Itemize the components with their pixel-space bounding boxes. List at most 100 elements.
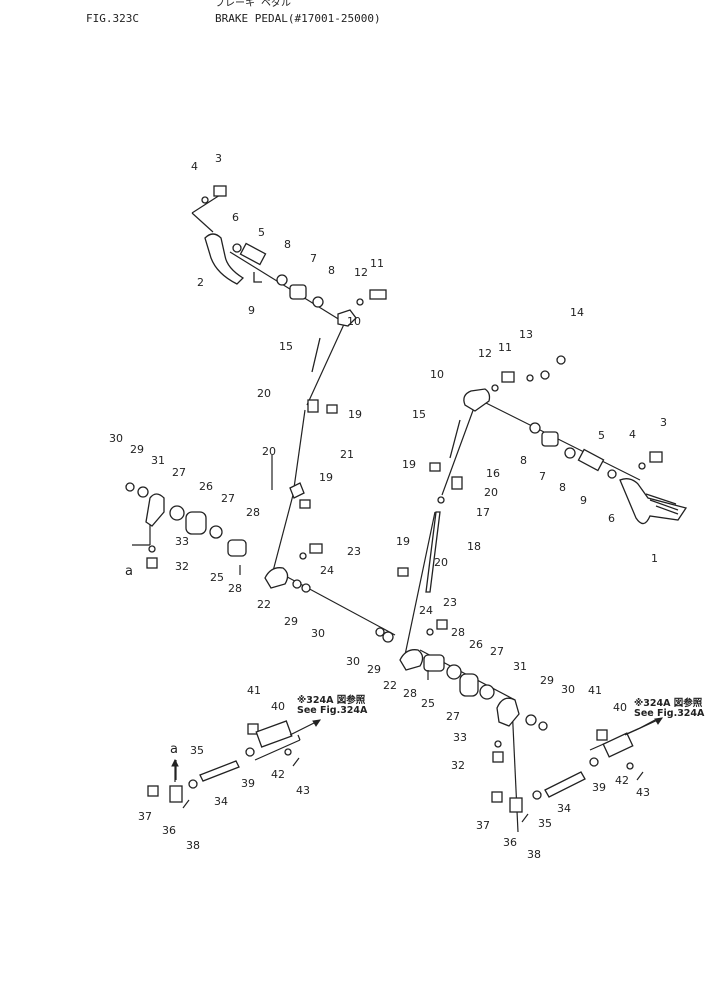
cotter-43 <box>292 757 300 767</box>
label-27b: 27 <box>221 492 235 505</box>
pedal-shaft-sleeve <box>239 242 267 266</box>
pin-37-right <box>491 791 503 803</box>
label-36b: 36 <box>503 836 517 849</box>
bushing-26 <box>185 511 207 535</box>
label-30c: 30 <box>346 655 360 668</box>
label-6: 6 <box>232 211 239 224</box>
right-pedal-assembly <box>397 355 688 593</box>
label-35: 35 <box>190 744 204 757</box>
figure-references: ※324A 図参照 See Fig.324A ※324A 図参照 See Fig… <box>297 694 705 719</box>
spring-washer-right <box>529 422 541 434</box>
label-8: 8 <box>284 238 291 251</box>
label-20d: 20 <box>434 556 448 569</box>
label-8c: 8 <box>520 454 527 467</box>
nut-13 <box>526 374 534 382</box>
rod-clevis-right <box>451 476 463 490</box>
assembly-lines <box>132 194 656 833</box>
label-28b: 28 <box>228 582 242 595</box>
nut-14b <box>556 355 566 365</box>
label-19d: 19 <box>396 535 410 548</box>
label-38: 38 <box>186 839 200 852</box>
label-43b: 43 <box>636 786 650 799</box>
label-40b: 40 <box>613 701 627 714</box>
label-15b: 15 <box>412 408 426 421</box>
left-pedal-assembly <box>201 185 387 509</box>
label-30b: 30 <box>311 627 325 640</box>
label-30d: 30 <box>561 683 575 696</box>
bearing-27b-right <box>479 684 495 700</box>
label-20b: 20 <box>262 445 276 458</box>
label-29: 29 <box>130 443 144 456</box>
pedal-nut <box>232 243 242 253</box>
nut-30-right <box>538 721 548 731</box>
label-31b: 31 <box>513 660 527 673</box>
spring-washer-right-2 <box>564 447 576 459</box>
label-31: 31 <box>151 454 165 467</box>
label-33: 33 <box>175 535 189 548</box>
bushing-26-right <box>459 673 479 697</box>
clevis-pin-right <box>429 462 441 472</box>
label-42: 42 <box>271 768 285 781</box>
label-29d: 29 <box>540 674 554 687</box>
label-40: 40 <box>271 700 285 713</box>
label-24b: 24 <box>419 604 433 617</box>
figure-title-japanese: ブレーキ ペダル <box>215 0 292 9</box>
ref-en-right: See Fig.324A <box>634 708 705 719</box>
bolt-23-right <box>436 619 448 630</box>
ref-en-left: See Fig.324A <box>297 705 368 716</box>
bolt-32 <box>146 557 158 569</box>
label-22b: 22 <box>383 679 397 692</box>
nut-30 <box>125 482 135 492</box>
clevis-pin <box>326 404 338 414</box>
washer-33-right <box>494 740 502 748</box>
label-28: 28 <box>246 506 260 519</box>
adjust-rod <box>425 511 441 593</box>
label-3b: 3 <box>660 416 667 429</box>
cotter-43-right <box>636 771 644 781</box>
bearing-27-right <box>446 664 462 680</box>
spring-washer-2 <box>312 296 324 308</box>
pedal-bolt-right <box>649 451 663 463</box>
washer-42-right <box>626 762 634 770</box>
label-1: 1 <box>651 552 658 565</box>
arm-bolt-right <box>501 371 515 383</box>
label-24: 24 <box>320 564 334 577</box>
label-12: 12 <box>354 266 368 279</box>
clevis-36 <box>169 785 183 803</box>
pedal-washer <box>201 196 209 204</box>
label-9b: 9 <box>580 494 587 507</box>
label-43: 43 <box>296 784 310 797</box>
lever-31-right <box>496 697 520 727</box>
bolt-23 <box>309 543 323 554</box>
figure-title: BRAKE PEDAL(#17001-25000) <box>215 12 381 25</box>
washer-29-right <box>525 714 537 726</box>
cotter-pin <box>253 272 262 283</box>
washer-42 <box>284 748 292 756</box>
bushing-right <box>541 431 559 447</box>
pedal-arm-head-right <box>463 388 491 412</box>
label-3: 3 <box>215 152 222 165</box>
pedal-bolt <box>213 185 227 197</box>
mark-a-upper: a <box>125 564 133 579</box>
return-spring <box>311 337 321 373</box>
label-18: 18 <box>467 540 481 553</box>
nut-30c <box>375 627 385 637</box>
lower-left-linkage <box>147 720 300 809</box>
rod-34 <box>199 760 240 782</box>
label-11b: 11 <box>498 341 512 354</box>
yoke-40-right <box>602 732 634 758</box>
label-10b: 10 <box>430 368 444 381</box>
rod-clevis <box>307 399 319 413</box>
label-42b: 42 <box>615 774 629 787</box>
washer-29c <box>382 631 394 643</box>
bolt-41 <box>247 723 259 735</box>
label-20c: 20 <box>484 486 498 499</box>
ref-jp-left: ※324A 図参照 <box>297 694 366 706</box>
label-8b: 8 <box>328 264 335 277</box>
label-36: 36 <box>162 824 176 837</box>
boss-25 <box>227 539 247 557</box>
label-41b: 41 <box>588 684 602 697</box>
spring-washer <box>276 274 288 286</box>
reference-arrows <box>171 717 664 782</box>
